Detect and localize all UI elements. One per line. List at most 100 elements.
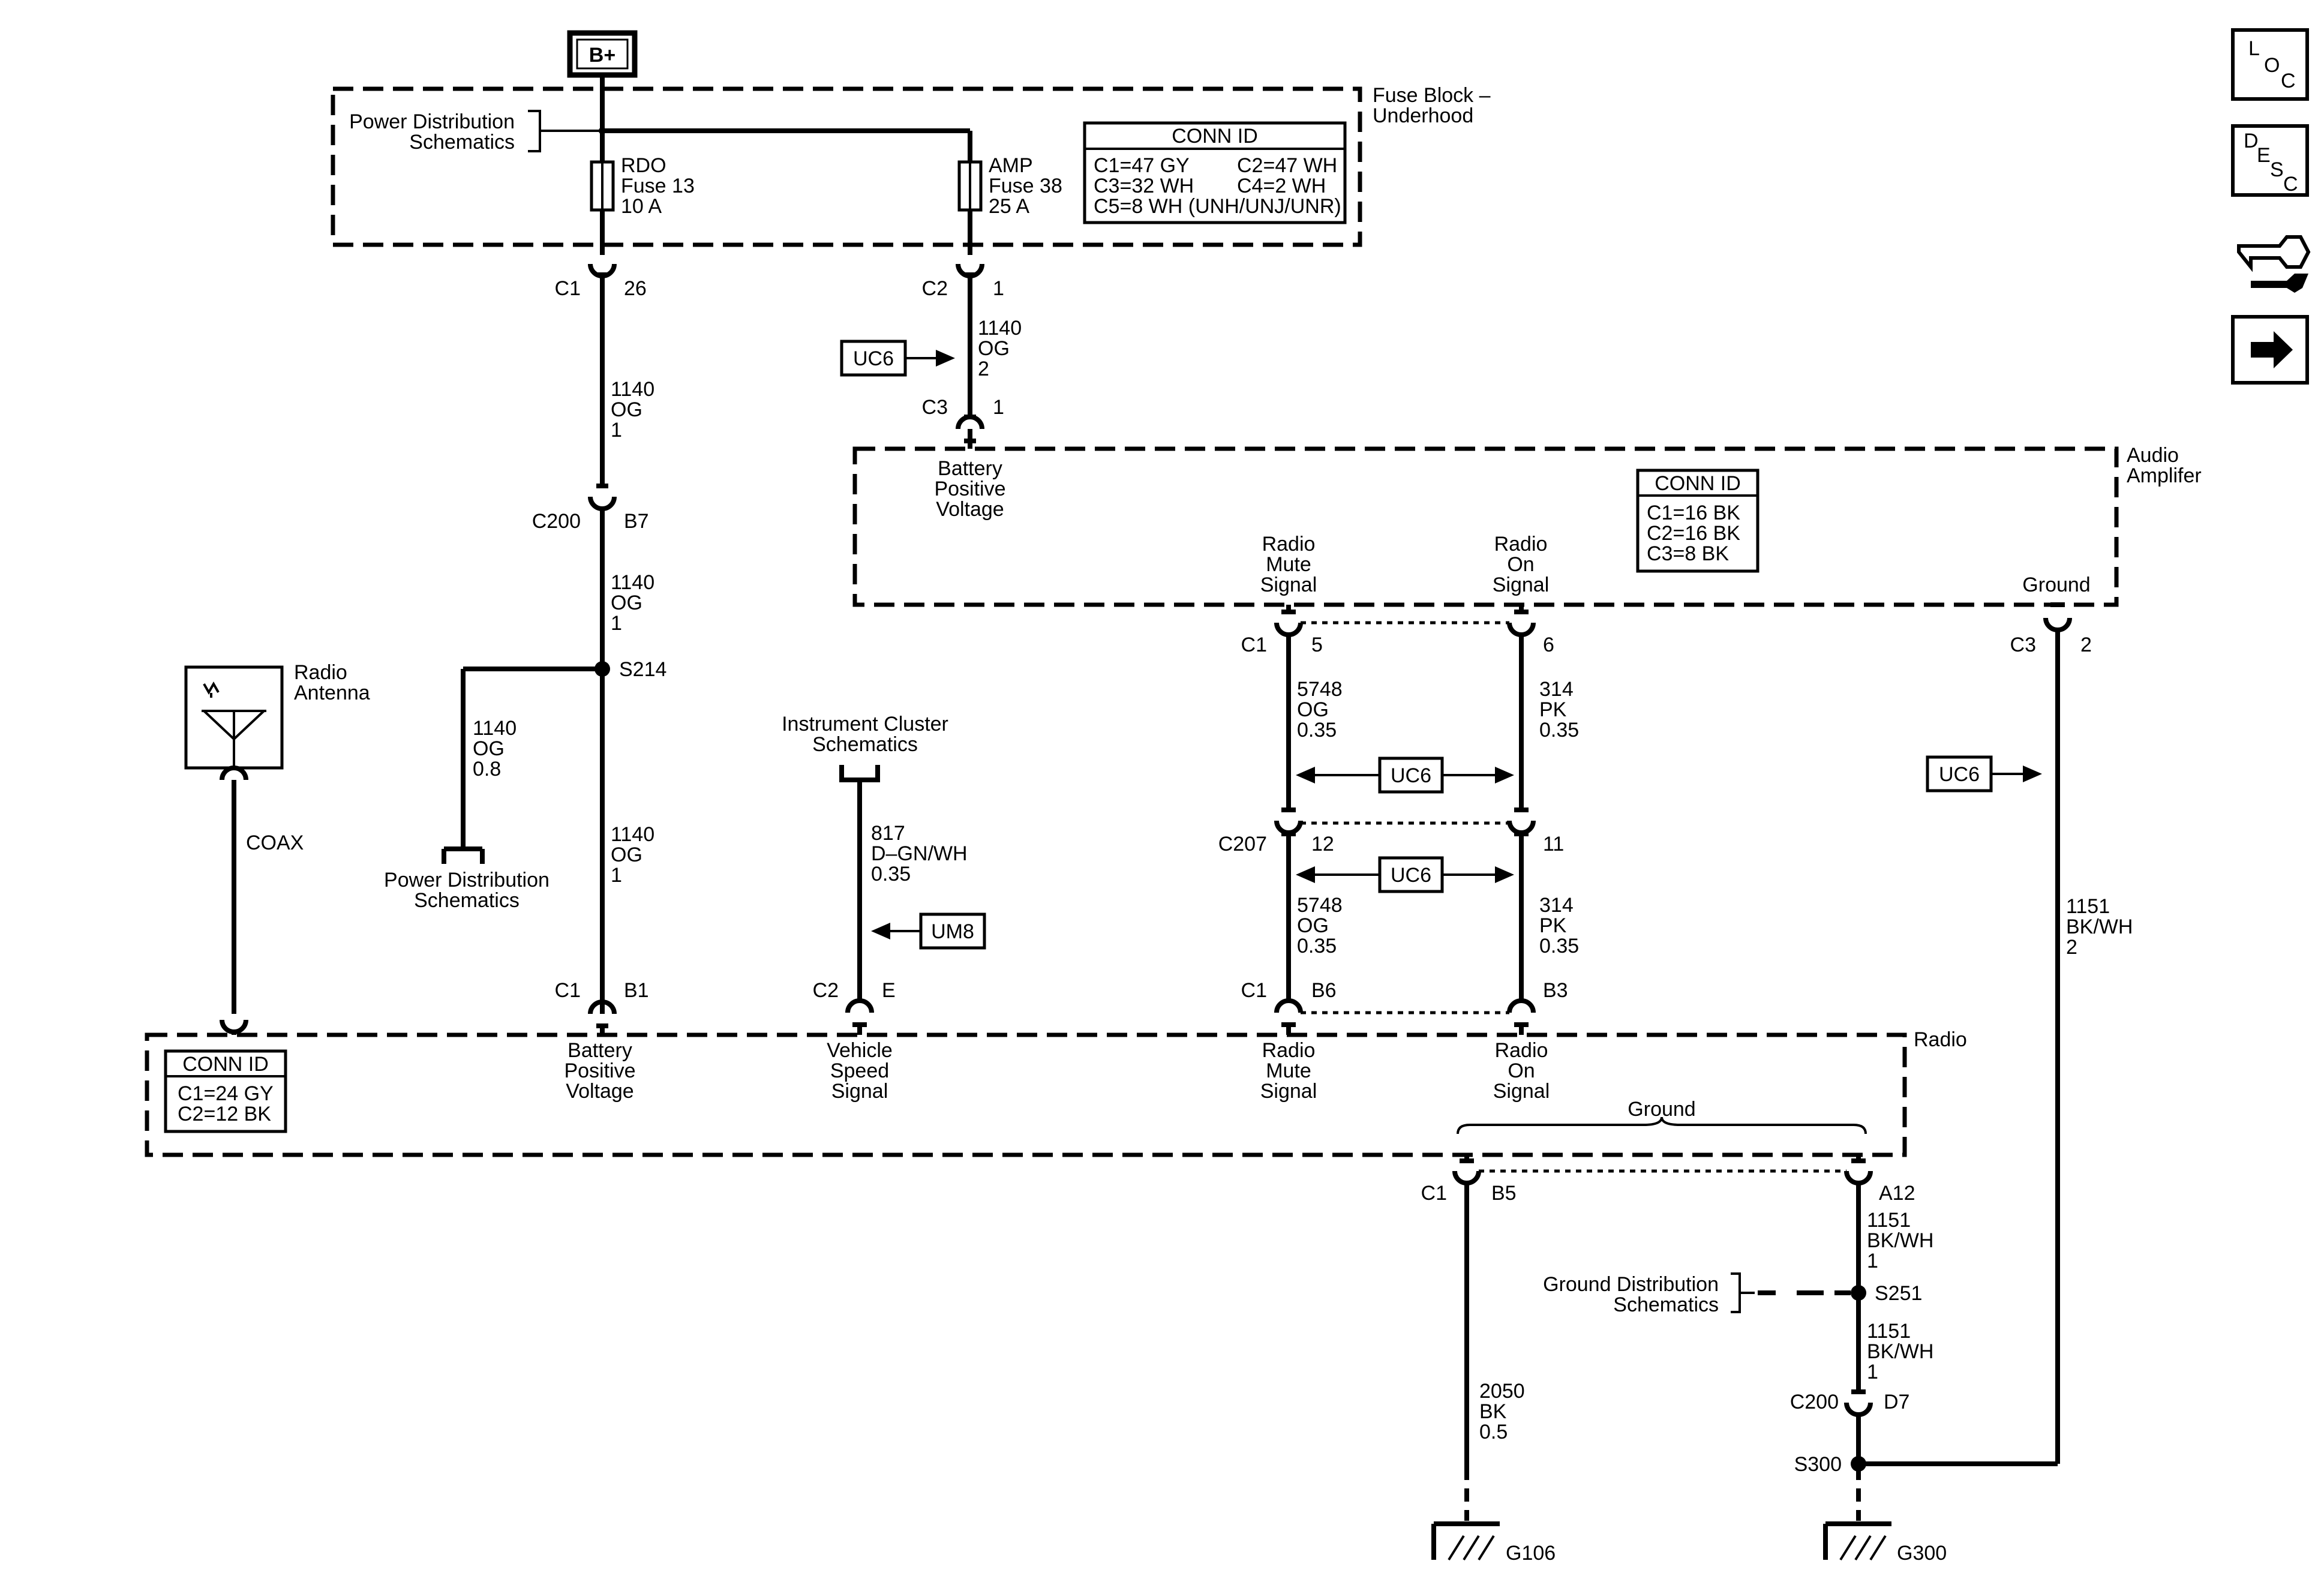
loc-letter-2: O bbox=[2264, 54, 2280, 77]
s251-label: S251 bbox=[1875, 1282, 1922, 1305]
svg-text:UM8: UM8 bbox=[931, 920, 974, 943]
desc-letter-3: S bbox=[2270, 158, 2284, 181]
c200-d7-pin: D7 bbox=[1884, 1391, 1909, 1413]
ground-g300 bbox=[1823, 1521, 1891, 1561]
radio-c2-e-pin: E bbox=[882, 979, 896, 1002]
fuse-conn-id-title: CONN ID bbox=[1172, 125, 1258, 148]
amp-connector-c3-2 bbox=[2043, 602, 2072, 632]
connector-c2-1 bbox=[956, 263, 984, 278]
c200-d7-name: C200 bbox=[1790, 1391, 1839, 1413]
connector-c1-26 bbox=[588, 263, 617, 278]
amp-connector-c1 bbox=[1274, 605, 1536, 637]
radio-conn-id-title: CONN ID bbox=[182, 1053, 269, 1076]
svg-text:UC6: UC6 bbox=[1939, 763, 1980, 786]
radio-c1-b1-name: C1 bbox=[555, 979, 581, 1002]
amp-c1-pin-6: 6 bbox=[1543, 634, 1554, 656]
amp-c3-pin: 2 bbox=[2080, 634, 2092, 656]
arrow-right-icon[interactable] bbox=[2231, 315, 2309, 385]
radio bbox=[145, 1032, 1907, 1157]
c1-26-pin: 26 bbox=[624, 277, 647, 300]
uc6-ref-pair-upper[interactable]: UC6 bbox=[1296, 757, 1514, 794]
connector-nav-icon[interactable] bbox=[2237, 235, 2311, 293]
svg-text:UC6: UC6 bbox=[1391, 764, 1431, 787]
loc-letter-3: C bbox=[2281, 70, 2296, 92]
svg-text:UC6: UC6 bbox=[853, 347, 894, 370]
c3-1-pin: 1 bbox=[993, 396, 1004, 419]
ground-g106 bbox=[1431, 1521, 1500, 1561]
radio-b3-pin: B3 bbox=[1543, 979, 1568, 1002]
radio-c1-b5-name: C1 bbox=[1421, 1182, 1447, 1205]
amp-c3-name: C3 bbox=[2010, 634, 2036, 656]
c200-b7-pin: B7 bbox=[624, 510, 649, 533]
radio-c2-e-name: C2 bbox=[813, 979, 839, 1002]
b-plus-label: B+ bbox=[589, 44, 615, 67]
c3-1-name: C3 bbox=[922, 396, 948, 419]
connector-c200-b7 bbox=[588, 484, 617, 511]
radio-connector-b6-b3 bbox=[1274, 998, 1536, 1035]
radio-c1-b5-pin: B5 bbox=[1491, 1182, 1517, 1205]
uc6-ref-upper[interactable]: UC6 bbox=[840, 340, 955, 377]
uc6-ref-ground[interactable]: UC6 bbox=[1926, 755, 2042, 792]
audio-amplifier bbox=[852, 446, 2119, 607]
radio-c1-b1-pin: B1 bbox=[624, 979, 649, 1002]
desc-letter-2: E bbox=[2257, 144, 2271, 167]
connector-radio-c2-e bbox=[845, 998, 874, 1035]
g300-label: G300 bbox=[1897, 1542, 1947, 1565]
splice-s251 bbox=[1851, 1285, 1866, 1301]
connector-c200-d7 bbox=[1844, 1389, 1873, 1417]
connector-c207 bbox=[1274, 807, 1536, 836]
amp-ground-pin-label: Ground bbox=[2022, 574, 2090, 596]
connector-c3-1 bbox=[956, 415, 984, 449]
amp-conn-id-title: CONN ID bbox=[1655, 472, 1741, 495]
radio-ground-brace bbox=[1457, 1116, 1867, 1134]
c2-1-name: C2 bbox=[922, 277, 948, 300]
radio-antenna bbox=[184, 665, 284, 770]
loc-button[interactable]: L O C bbox=[2231, 28, 2309, 101]
amp-c1-name: C1 bbox=[1241, 634, 1267, 656]
radio-label: Radio bbox=[1914, 1028, 1967, 1051]
c207-name: C207 bbox=[1218, 833, 1267, 855]
svg-text:UC6: UC6 bbox=[1391, 864, 1431, 887]
radio-a12-pin: A12 bbox=[1879, 1182, 1915, 1205]
c200-b7-name: C200 bbox=[532, 510, 581, 533]
radio-c1-b6-name: C1 bbox=[1241, 979, 1267, 1002]
uc6-ref-pair-lower[interactable]: UC6 bbox=[1296, 856, 1514, 893]
s300-label: S300 bbox=[1794, 1453, 1842, 1476]
radio-connector-b5-a12 bbox=[1452, 1155, 1873, 1185]
coax-label: COAX bbox=[246, 831, 304, 854]
fuse-block-conn-id bbox=[1083, 121, 1347, 224]
c1-26-name: C1 bbox=[555, 277, 581, 300]
g106-label: G106 bbox=[1506, 1542, 1556, 1565]
desc-letter-1: D bbox=[2244, 130, 2259, 152]
loc-letter-1: L bbox=[2248, 37, 2260, 60]
c2-1-pin: 1 bbox=[993, 277, 1004, 300]
radio-conn-id bbox=[164, 1049, 287, 1133]
um8-ref[interactable]: UM8 bbox=[871, 912, 986, 950]
desc-button[interactable]: D E S C bbox=[2231, 124, 2309, 197]
fuse-block-label: Fuse Block –Underhood bbox=[1373, 84, 1491, 127]
